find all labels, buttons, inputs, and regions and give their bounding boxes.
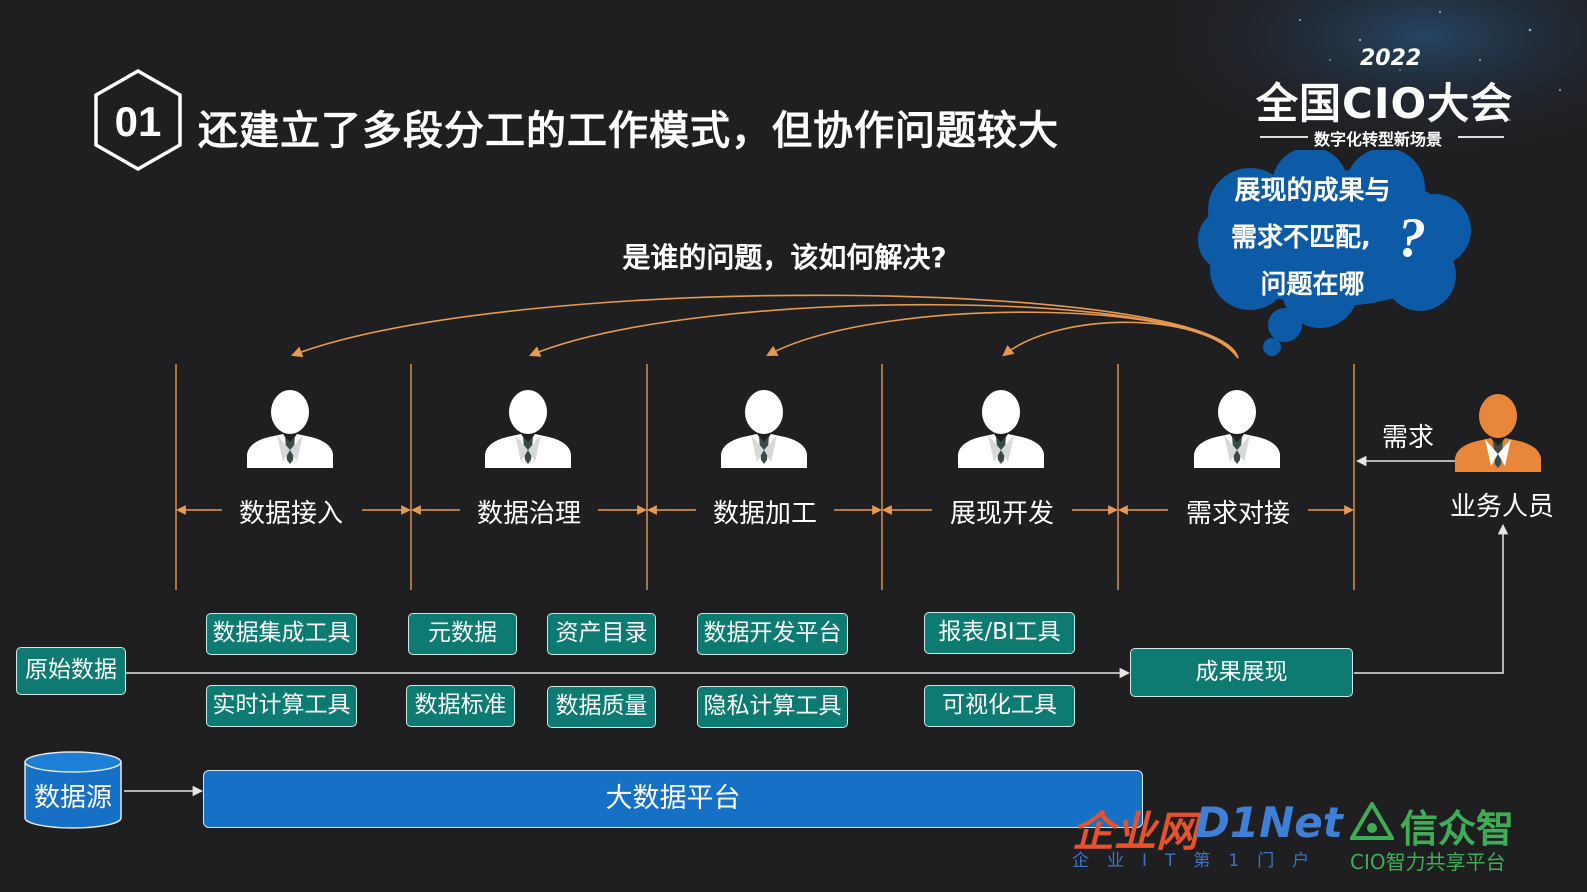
role-label-governance: 数据治理 [476,499,581,529]
tool-privacy-compute: 隐私计算工具 [697,686,848,728]
person-icon-access [247,390,333,468]
tool-data-standard: 数据标准 [406,685,515,727]
person-icon-presentation [958,390,1044,468]
feedback-arrow-access [290,294,1239,359]
result-presentation-box: 成果展现 [1130,648,1353,697]
feedback-arrow-processing [766,311,1239,359]
tool-metadata: 元数据 [408,613,517,655]
tool-data-integration: 数据集成工具 [206,613,357,655]
tagline-rule-left [1260,136,1308,138]
tool-visualization: 可视化工具 [924,685,1075,727]
event-year: 2022 [1360,46,1422,71]
cloud-line-3: 问题在哪 [1260,270,1365,300]
role-label-demand: 需求对接 [1185,499,1290,529]
d1net-logo-cn: 企业网 [1072,807,1199,856]
raw-data-box: 原始数据 [16,647,126,695]
section-number: 01 [115,98,162,145]
event-name: 全国CIO大会 [1256,79,1514,128]
page-title: 还建立了多段分工的工作模式，但协作问题较大 [198,108,1059,154]
feedback-arrow-presentation [1002,321,1239,359]
tool-asset-catalog: 资产目录 [547,613,656,655]
cloud-line-1: 展现的成果与 [1234,176,1391,206]
big-data-platform-bar: 大数据平台 [203,770,1143,828]
business-user-label: 业务人员 [1450,492,1555,522]
section-number-hexagon: 01 [94,68,182,172]
tagline-rule-right [1458,136,1504,138]
role-label-processing: 数据加工 [712,499,817,529]
question-heading: 是谁的问题，该如何解决? [622,241,947,274]
xzz-logo-icon [1350,802,1394,840]
thought-cloud [1198,150,1471,356]
tool-data-quality: 数据质量 [547,686,656,728]
datasource-cylinder-icon [24,751,122,829]
requirement-label: 需求 [1382,423,1435,453]
person-icon-processing [721,390,807,468]
event-tagline: 数字化转型新场景 [1314,130,1443,149]
xzz-logo-text: 信众智 [1400,807,1515,851]
feedback-arrow-governance [528,303,1239,359]
tool-data-dev-platform: 数据开发平台 [697,613,848,655]
datasource-label: 数据源 [33,783,112,813]
xzz-tagline: CIO智力共享平台 [1350,850,1506,874]
person-icon-demand [1194,390,1280,468]
role-label-access: 数据接入 [238,499,343,529]
tool-realtime-compute: 实时计算工具 [206,685,357,727]
role-label-presentation: 展现开发 [949,499,1054,529]
d1net-tagline: 企业IT第1门户 [1072,851,1328,871]
person-icon-governance [485,390,571,468]
d1net-logo-en: D1Net [1195,798,1343,847]
business-user-icon [1455,394,1541,472]
tool-report-bi: 报表/BI工具 [924,612,1075,654]
question-mark-icon: ? [1398,207,1426,269]
cloud-line-2: 需求不匹配, [1231,223,1371,253]
